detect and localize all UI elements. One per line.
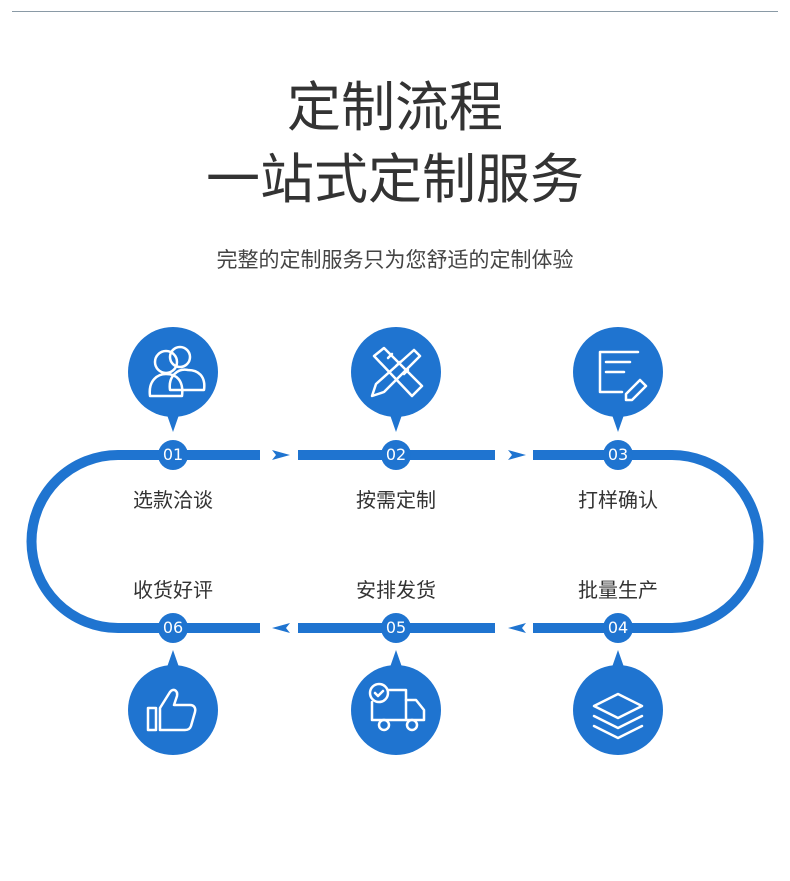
- arrow-left-icon: [508, 623, 526, 633]
- step-number-circle: [381, 613, 411, 643]
- step-label: 安排发货: [356, 578, 436, 602]
- page-subtitle-main: 一站式定制服务: [206, 148, 584, 211]
- step-label: 选款洽谈: [133, 488, 213, 512]
- step-number: 05: [385, 618, 407, 637]
- step-number-circle: [381, 440, 411, 470]
- delivery-truck-icon: [368, 682, 426, 732]
- document-edit-icon: [598, 350, 648, 402]
- step-pointer: [389, 412, 403, 432]
- page-description: 完整的定制服务只为您舒适的定制体验: [216, 248, 574, 272]
- step-number-circle: [603, 440, 633, 470]
- step-pointer: [166, 412, 180, 432]
- thumbs-up-icon: [146, 688, 197, 732]
- layers-icon: [592, 692, 644, 740]
- step-number-circle: [158, 440, 188, 470]
- step-number-circle: [158, 613, 188, 643]
- step-label: 收货好评: [133, 578, 213, 602]
- step-number: 06: [162, 618, 184, 637]
- step-icon-circle: [573, 665, 663, 755]
- step-label: 批量生产: [578, 578, 658, 602]
- step-pointer: [611, 412, 625, 432]
- step-pointer: [389, 650, 403, 670]
- step-number: 04: [607, 618, 629, 637]
- track-right-arc: [533, 450, 764, 633]
- step-number-circle: [603, 613, 633, 643]
- step-pointer: [611, 650, 625, 670]
- arrow-right-icon: [508, 450, 526, 460]
- step-icon-circle: [351, 665, 441, 755]
- ruler-pencil-icon: [370, 346, 424, 398]
- step-icon-circle: [351, 327, 441, 417]
- arrow-right-icon: [272, 450, 290, 460]
- page-title: 定制流程: [287, 76, 503, 139]
- step-number: 01: [162, 445, 184, 464]
- step-number: 02: [385, 445, 407, 464]
- step-label: 打样确认: [578, 488, 658, 512]
- step-pointer: [166, 650, 180, 670]
- top-divider: [12, 11, 778, 12]
- track-left-arc: [26, 450, 260, 633]
- users-icon: [148, 345, 206, 398]
- step-icon-circle: [128, 665, 218, 755]
- arrow-left-icon: [272, 623, 290, 633]
- step-number: 03: [607, 445, 629, 464]
- step-label: 按需定制: [356, 488, 436, 512]
